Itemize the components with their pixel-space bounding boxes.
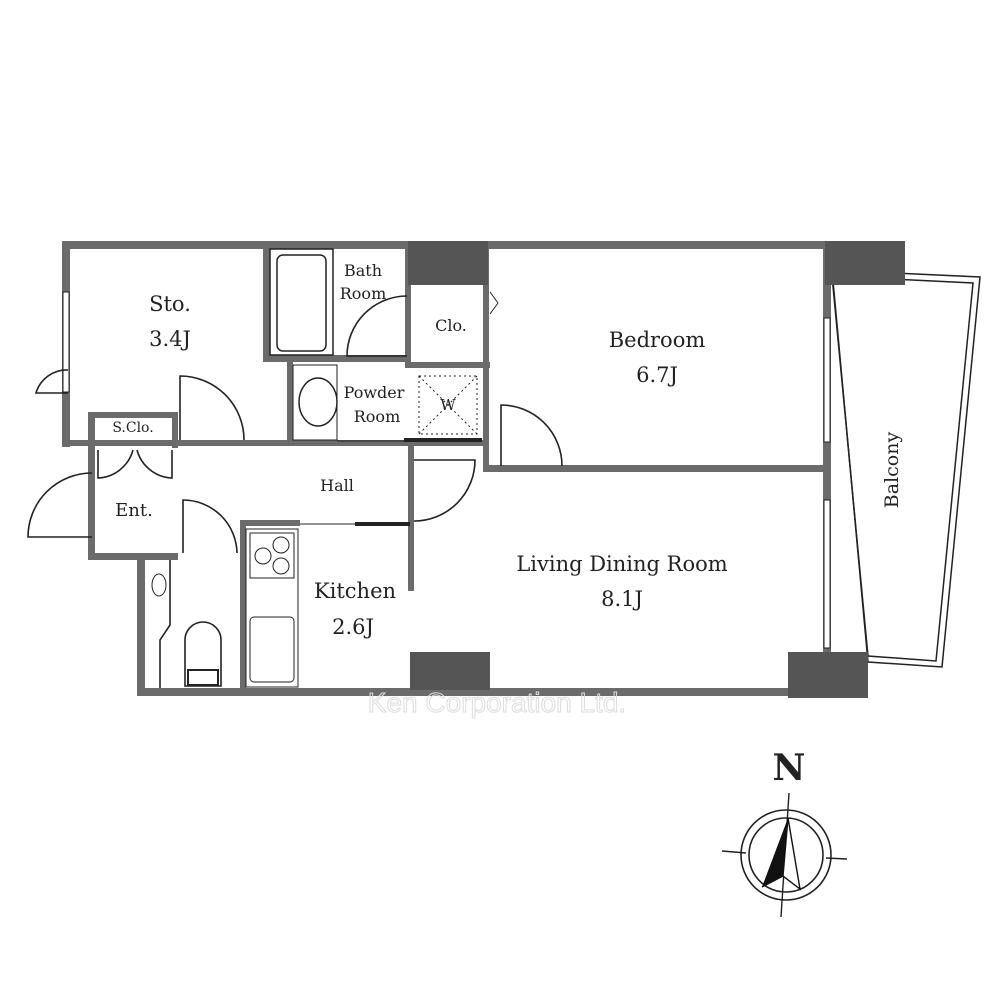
room-label-closet: Clo. [435,316,467,335]
room-label-entrance: Ent. [115,500,153,521]
room-size-kitchen: 2.6J [332,615,374,639]
windows [62,291,831,649]
room-size-bedroom: 6.7J [636,363,678,387]
fixtures [151,248,478,688]
room-label-shoe-closet: S.Clo. [112,420,153,436]
room-label-bath-1: Bath [344,261,382,280]
room-label-powder-1: Powder [344,383,405,402]
room-size-living: 8.1J [601,587,643,611]
washer-label: W [440,396,456,414]
room-size-storage: 3.4J [149,327,191,351]
room-label-hall: Hall [320,476,354,495]
compass-icon [721,792,848,918]
room-label-bath-2: Room [340,284,386,303]
room-label-powder-2: Room [354,407,400,426]
room-label-balcony: Balcony [881,432,903,509]
doors [27,291,563,554]
room-label-storage: Sto. [149,292,191,316]
pillars [408,241,905,698]
room-label-bedroom: Bedroom [609,328,706,352]
compass-north-label: N [773,747,806,789]
balcony-outline [831,269,981,668]
room-label-living: Living Dining Room [516,552,727,576]
room-label-kitchen: Kitchen [314,579,396,603]
watermark: Ken Corporation Ltd. [368,687,626,718]
